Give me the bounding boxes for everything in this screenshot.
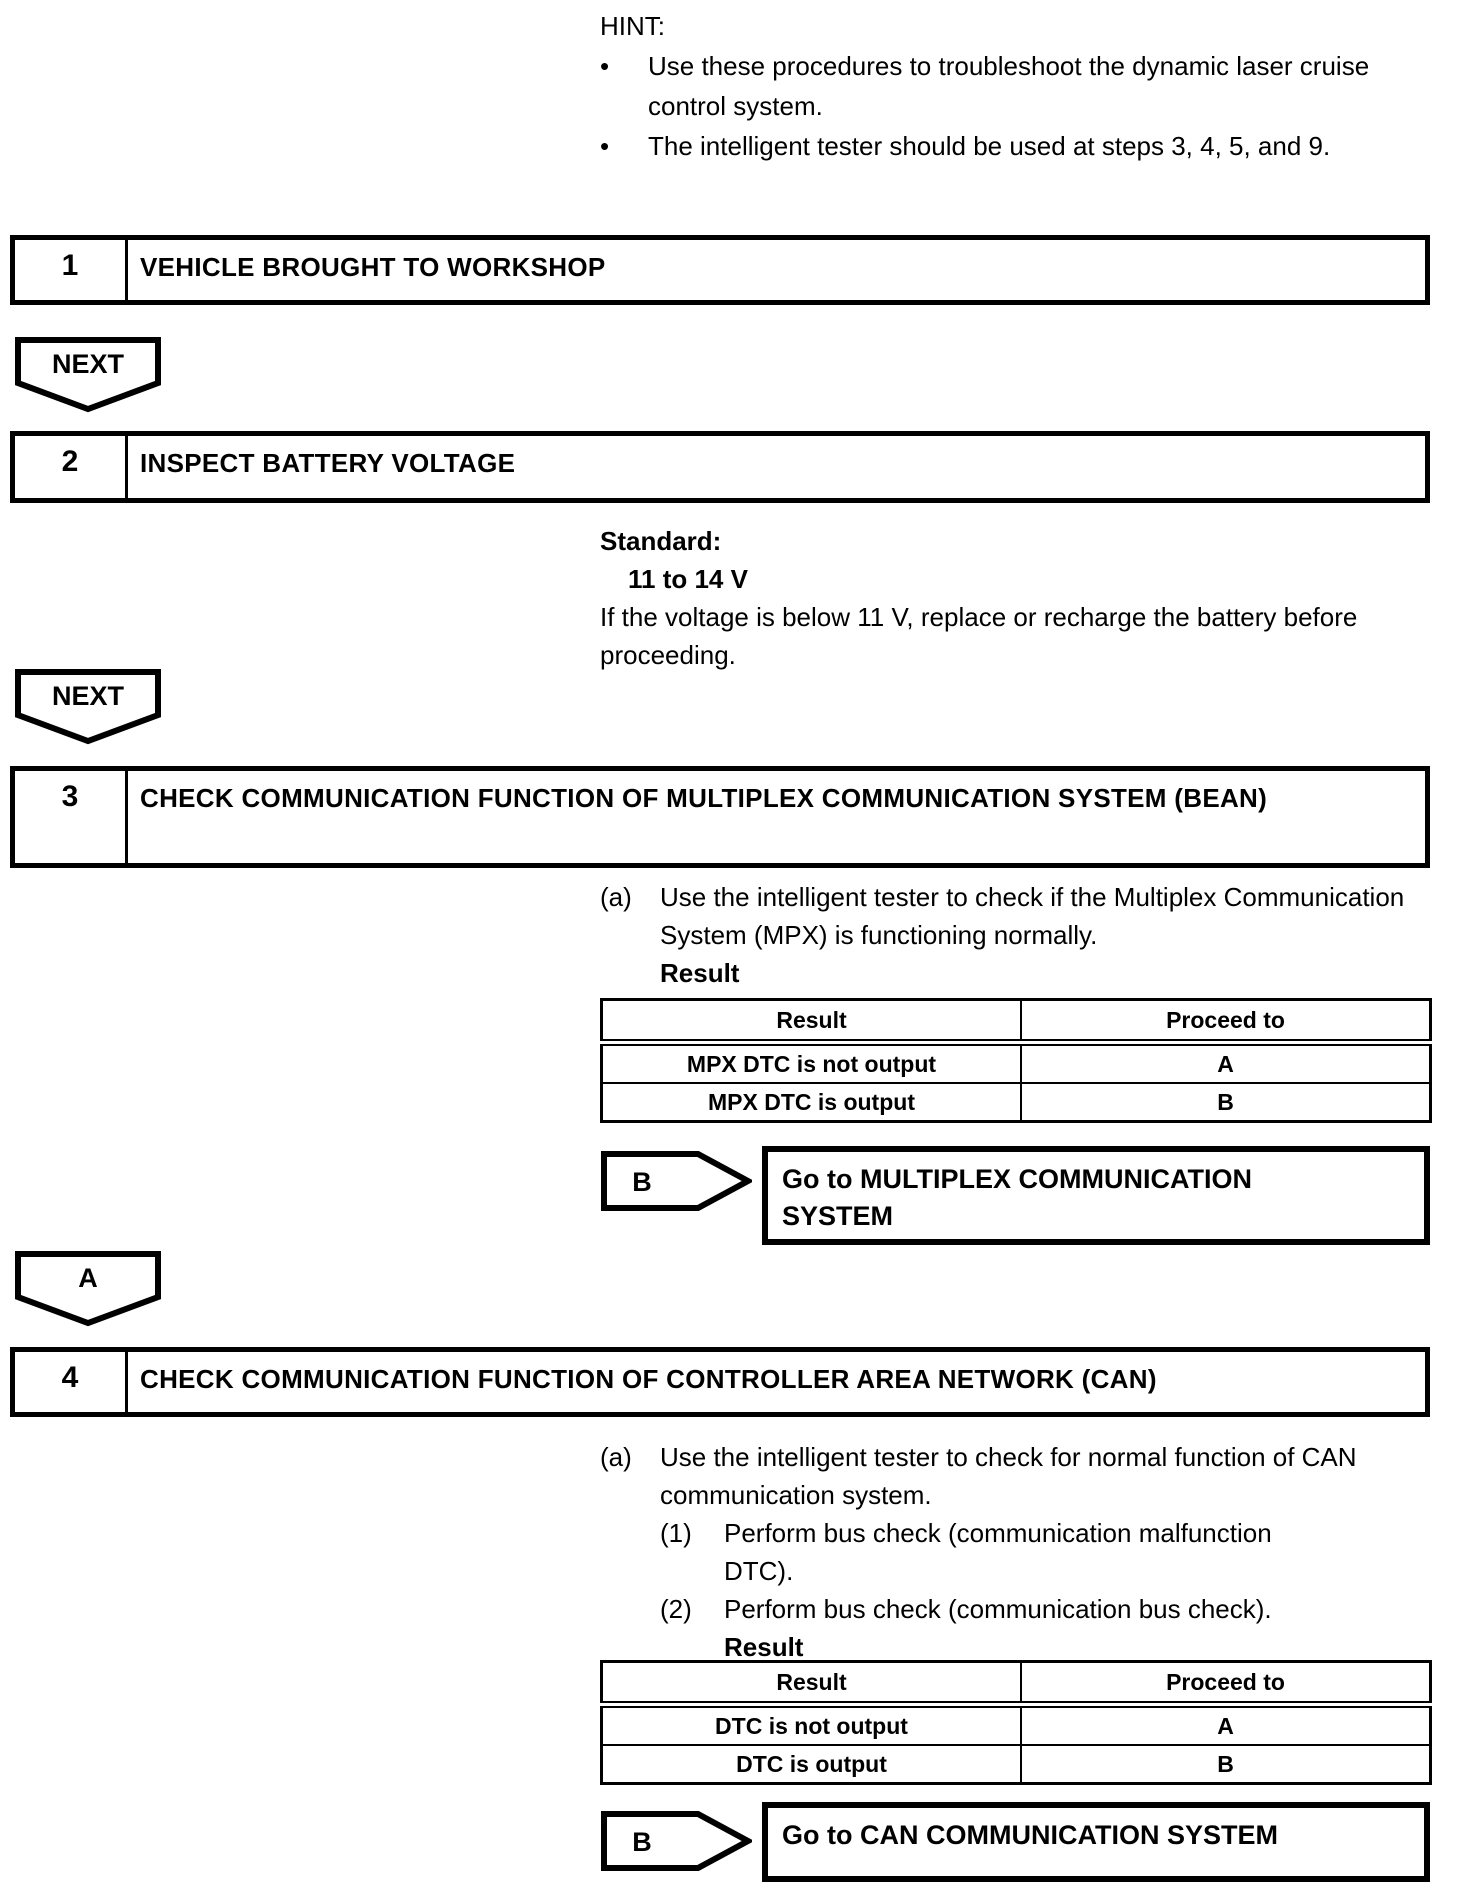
next-arrow-icon: NEXT — [15, 337, 161, 413]
hint-label: HINT: — [600, 11, 665, 41]
sub-item-label: (2) — [660, 1594, 692, 1624]
result-label: Result — [660, 958, 740, 988]
step-number: 1 — [15, 240, 128, 300]
goto-label: Go to MULTIPLEX COMMUNICATION SYSTEM — [782, 1164, 1252, 1231]
hint-bullet-text: Use these procedures to troubleshoot the… — [648, 51, 1370, 121]
b-connector-label: B — [632, 1167, 652, 1197]
step-number: 2 — [15, 436, 128, 498]
b-connector-icon: B — [601, 1811, 752, 1871]
step-3-box: 3 CHECK COMMUNICATION FUNCTION OF MULTIP… — [10, 766, 1430, 868]
table-header-cell: Result — [600, 998, 1022, 1046]
item-text: Use the intelligent tester to check if t… — [660, 882, 1405, 950]
bullet-icon: • — [600, 51, 610, 81]
standard-label: Standard: — [600, 526, 722, 556]
step-number: 3 — [15, 771, 128, 863]
hint-bullet-item: • Use these procedures to troubleshoot t… — [600, 46, 1410, 126]
table-row: DTC is not output A — [600, 1703, 1432, 1746]
step-number: 4 — [15, 1352, 128, 1412]
goto-label: Go to CAN COMMUNICATION SYSTEM — [782, 1820, 1278, 1850]
table-header-cell: Proceed to — [1020, 1660, 1432, 1708]
table-header-row: Result Proceed to — [600, 998, 1432, 1046]
next-arrow-label: NEXT — [52, 349, 125, 379]
step-4-box: 4 CHECK COMMUNICATION FUNCTION OF CONTRO… — [10, 1347, 1430, 1417]
sub-item-label: (1) — [660, 1518, 692, 1548]
result-table: Result Proceed to MPX DTC is not output … — [600, 998, 1432, 1123]
table-row: DTC is output B — [600, 1744, 1432, 1785]
table-header-cell: Proceed to — [1020, 998, 1432, 1046]
goto-box: Go to CAN COMMUNICATION SYSTEM — [762, 1802, 1430, 1882]
a-connector-label: A — [78, 1263, 98, 1293]
bullet-icon: • — [600, 131, 610, 161]
step-title: VEHICLE BROUGHT TO WORKSHOP — [140, 252, 606, 282]
hint-bullet-text: The intelligent tester should be used at… — [648, 131, 1331, 161]
standard-note: If the voltage is below 11 V, replace or… — [600, 602, 1358, 670]
item-label: (a) — [600, 882, 632, 912]
table-cell: MPX DTC is not output — [600, 1041, 1022, 1084]
table-cell: DTC is output — [600, 1744, 1022, 1785]
hint-bullet-item: • The intelligent tester should be used … — [600, 126, 1410, 166]
next-arrow-label: NEXT — [52, 681, 125, 711]
a-connector-icon: A — [15, 1251, 161, 1327]
result-table: Result Proceed to DTC is not output A DT… — [600, 1660, 1432, 1785]
table-cell: DTC is not output — [600, 1703, 1022, 1746]
item-label: (a) — [600, 1442, 632, 1472]
table-header-cell: Result — [600, 1660, 1022, 1708]
result-label: Result — [724, 1632, 804, 1662]
table-cell: A — [1020, 1703, 1432, 1746]
hint-section: HINT: • Use these procedures to troubles… — [600, 6, 1410, 166]
step-2-detail: Standard: 11 to 14 V If the voltage is b… — [600, 522, 1420, 674]
table-cell: B — [1020, 1744, 1432, 1785]
step-2-box: 2 INSPECT BATTERY VOLTAGE — [10, 431, 1430, 503]
table-cell: B — [1020, 1082, 1432, 1123]
goto-box: Go to MULTIPLEX COMMUNICATION SYSTEM — [762, 1146, 1430, 1245]
step-title: CHECK COMMUNICATION FUNCTION OF CONTROLL… — [140, 1364, 1157, 1394]
sub-item-text: Perform bus check (communication bus che… — [724, 1594, 1272, 1624]
next-arrow-icon: NEXT — [15, 669, 161, 745]
step-title: INSPECT BATTERY VOLTAGE — [140, 448, 516, 478]
b-connector-label: B — [632, 1827, 652, 1857]
table-cell: A — [1020, 1041, 1432, 1084]
item-text: Use the intelligent tester to check for … — [660, 1442, 1357, 1510]
table-header-row: Result Proceed to — [600, 1660, 1432, 1708]
step-3-detail: (a) Use the intelligent tester to check … — [600, 878, 1440, 992]
table-row: MPX DTC is not output A — [600, 1041, 1432, 1084]
step-4-detail: (a) Use the intelligent tester to check … — [600, 1438, 1440, 1666]
step-1-box: 1 VEHICLE BROUGHT TO WORKSHOP — [10, 235, 1430, 305]
b-connector-icon: B — [601, 1151, 752, 1211]
table-cell: MPX DTC is output — [600, 1082, 1022, 1123]
table-row: MPX DTC is output B — [600, 1082, 1432, 1123]
step-title: CHECK COMMUNICATION FUNCTION OF MULTIPLE… — [140, 783, 1268, 813]
sub-item-text: Perform bus check (communication malfunc… — [724, 1518, 1272, 1586]
standard-value: 11 to 14 V — [628, 564, 748, 594]
